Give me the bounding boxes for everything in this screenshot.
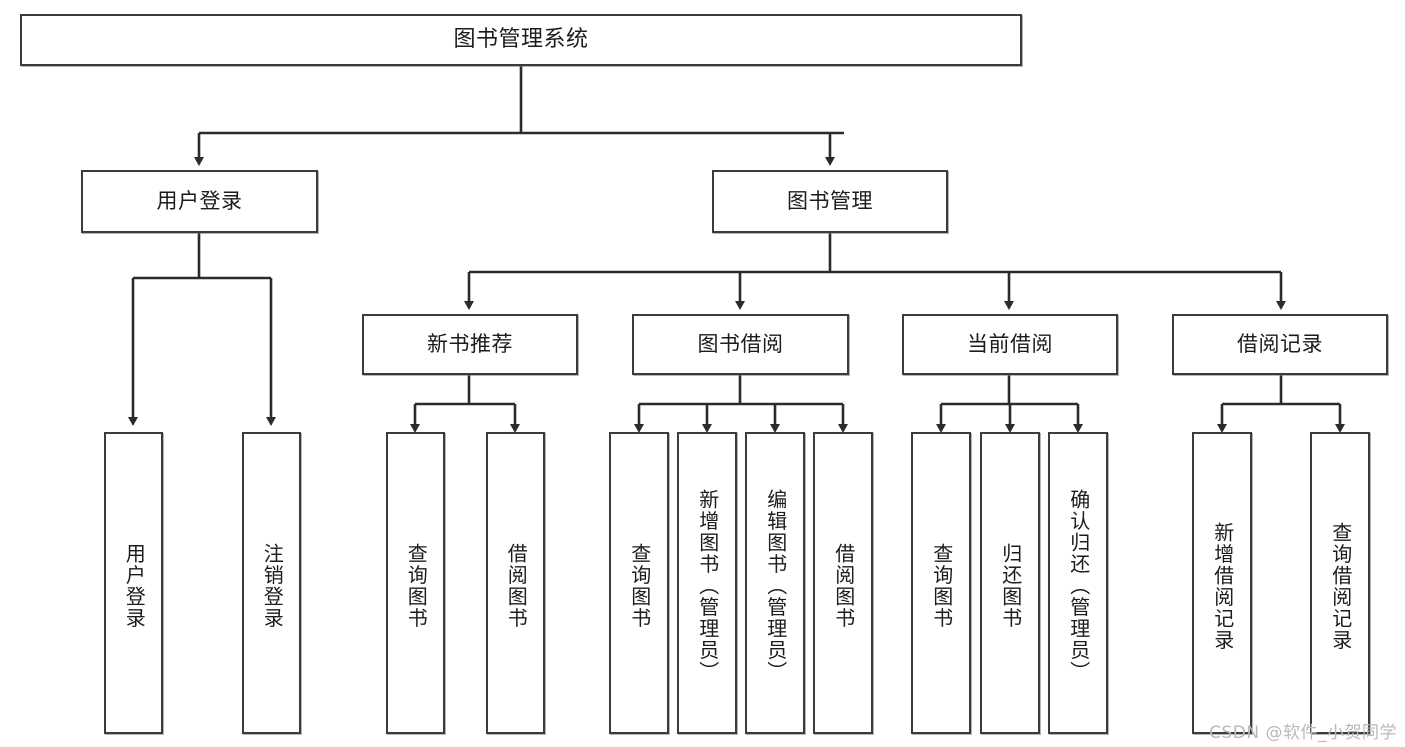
node-leaf-logout-label: 注销登录 [260, 543, 285, 629]
node-leaf-return-book-label: 归还图书 [998, 543, 1023, 629]
node-borrow-record[interactable]: 借阅记录 [1172, 314, 1388, 375]
watermark: CSDN @软件_小贺同学 [1209, 723, 1397, 743]
node-current-borrow-label: 当前借阅 [967, 332, 1053, 357]
node-leaf-query-book-3[interactable]: 查询图书 [911, 432, 971, 734]
node-user-login-label: 用户登录 [156, 189, 243, 214]
node-leaf-user-login[interactable]: 用户登录 [104, 432, 163, 734]
node-leaf-query-book-1[interactable]: 查询图书 [386, 432, 445, 734]
node-leaf-edit-book-label: 编辑图书（管理员） [763, 489, 788, 683]
node-leaf-return-book[interactable]: 归还图书 [980, 432, 1040, 734]
node-leaf-confirm-return-label: 确认归还（管理员） [1066, 489, 1091, 683]
node-leaf-add-book-label: 新增图书（管理员） [695, 489, 720, 683]
node-leaf-confirm-return[interactable]: 确认归还（管理员） [1048, 432, 1108, 734]
node-leaf-add-book[interactable]: 新增图书（管理员） [677, 432, 737, 734]
node-leaf-borrow-book-2[interactable]: 借阅图书 [813, 432, 873, 734]
node-leaf-query-book-3-label: 查询图书 [929, 543, 954, 629]
node-leaf-add-record[interactable]: 新增借阅记录 [1192, 432, 1252, 734]
node-leaf-add-record-label: 新增借阅记录 [1210, 521, 1235, 651]
node-book-borrow[interactable]: 图书借阅 [632, 314, 849, 375]
node-leaf-query-book-2[interactable]: 查询图书 [609, 432, 669, 734]
node-leaf-borrow-book-2-label: 借阅图书 [831, 543, 856, 629]
node-leaf-borrow-book-1[interactable]: 借阅图书 [486, 432, 545, 734]
node-leaf-borrow-book-1-label: 借阅图书 [504, 543, 529, 629]
node-current-borrow[interactable]: 当前借阅 [902, 314, 1118, 375]
node-leaf-query-book-2-label: 查询图书 [627, 543, 652, 629]
node-leaf-query-book-1-label: 查询图书 [404, 543, 429, 629]
node-borrow-record-label: 借阅记录 [1237, 332, 1323, 357]
node-new-book-rec-label: 新书推荐 [427, 332, 513, 357]
node-book-borrow-label: 图书借阅 [697, 332, 784, 357]
node-leaf-logout[interactable]: 注销登录 [242, 432, 301, 734]
node-leaf-query-record[interactable]: 查询借阅记录 [1310, 432, 1370, 734]
node-root-label: 图书管理系统 [453, 27, 589, 53]
node-root[interactable]: 图书管理系统 [20, 14, 1022, 66]
node-leaf-edit-book[interactable]: 编辑图书（管理员） [745, 432, 805, 734]
node-leaf-user-login-label: 用户登录 [122, 543, 147, 629]
node-book-manage[interactable]: 图书管理 [712, 170, 948, 233]
node-leaf-query-record-label: 查询借阅记录 [1328, 521, 1353, 651]
node-book-manage-label: 图书管理 [787, 189, 873, 214]
node-user-login[interactable]: 用户登录 [81, 170, 318, 233]
node-new-book-rec[interactable]: 新书推荐 [362, 314, 578, 375]
